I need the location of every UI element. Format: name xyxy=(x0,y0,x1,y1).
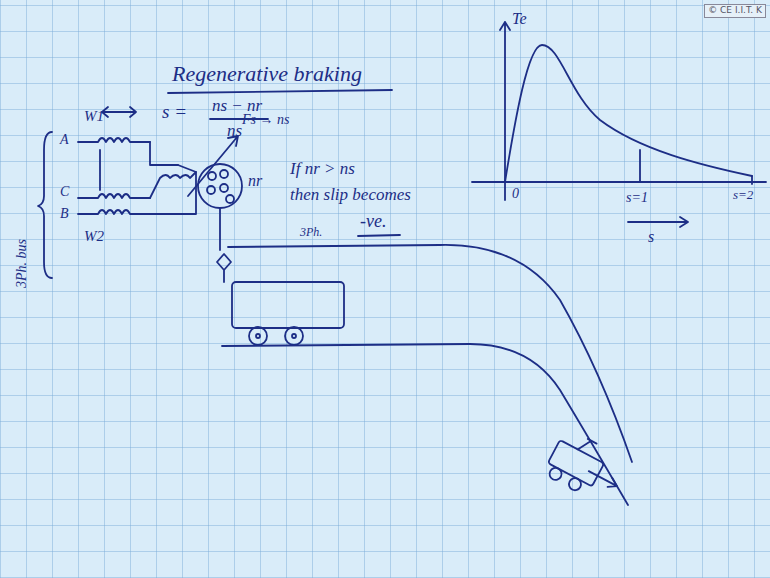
rotor-bar xyxy=(207,186,215,194)
rotor-bar xyxy=(220,184,228,192)
star-point xyxy=(178,165,196,172)
y-axis xyxy=(500,22,510,200)
phase-label: A xyxy=(60,132,69,147)
title-underline xyxy=(168,90,392,93)
wheel xyxy=(285,327,303,345)
sketch-stroke xyxy=(567,476,583,492)
winding-b xyxy=(78,210,150,214)
tick xyxy=(640,150,752,184)
wheel xyxy=(249,327,267,345)
axis-label: s xyxy=(648,228,654,246)
wire-label: 3Ph. xyxy=(300,226,322,239)
slip-arrow xyxy=(628,217,688,227)
watermark: © CE I.I.T. K xyxy=(704,4,766,18)
x-axis xyxy=(472,181,766,183)
sketch-stroke xyxy=(586,467,619,491)
winding-c xyxy=(78,194,150,198)
track xyxy=(222,344,628,505)
axle xyxy=(292,334,296,338)
axis-label: s=2 xyxy=(733,188,753,202)
pantograph xyxy=(217,254,231,282)
bus-label: 3Ph. bus xyxy=(14,239,29,288)
formula: ns xyxy=(227,122,242,141)
rotor-bar xyxy=(208,172,216,180)
rotor-bar xyxy=(226,195,234,203)
phase-label: B xyxy=(60,206,69,221)
note: If nr > ns xyxy=(290,160,355,179)
phase-label: C xyxy=(60,184,69,199)
sketch-stroke xyxy=(547,466,563,482)
note: then slip becomes xyxy=(290,186,411,205)
winding-a xyxy=(78,138,150,142)
axis-label: Te xyxy=(512,10,527,28)
rotor-circle xyxy=(198,164,242,208)
bus-brace xyxy=(38,132,52,278)
overhead-line xyxy=(228,245,632,462)
sketch-stroke xyxy=(548,440,604,486)
field-label: Fs → ns xyxy=(242,112,289,127)
rotor-bar xyxy=(220,170,228,178)
axis-label: 0 xyxy=(512,186,519,201)
title: Regenerative braking xyxy=(172,62,362,86)
winding-label: W2 xyxy=(84,228,104,245)
train-body xyxy=(232,282,344,328)
train-on-slope xyxy=(542,428,630,508)
formula: s = xyxy=(162,102,187,123)
emphasis-underline xyxy=(358,235,400,236)
feeder-wire xyxy=(219,208,221,250)
sketch-stroke xyxy=(578,437,597,456)
star-connection xyxy=(100,142,196,214)
axis-label: s=1 xyxy=(626,190,648,205)
note: -ve. xyxy=(360,212,386,232)
speed-label: nr xyxy=(248,172,262,190)
double-arrow xyxy=(102,107,136,117)
winding-label: W1 xyxy=(84,108,104,125)
axle xyxy=(256,334,260,338)
torque-curve xyxy=(505,45,752,182)
